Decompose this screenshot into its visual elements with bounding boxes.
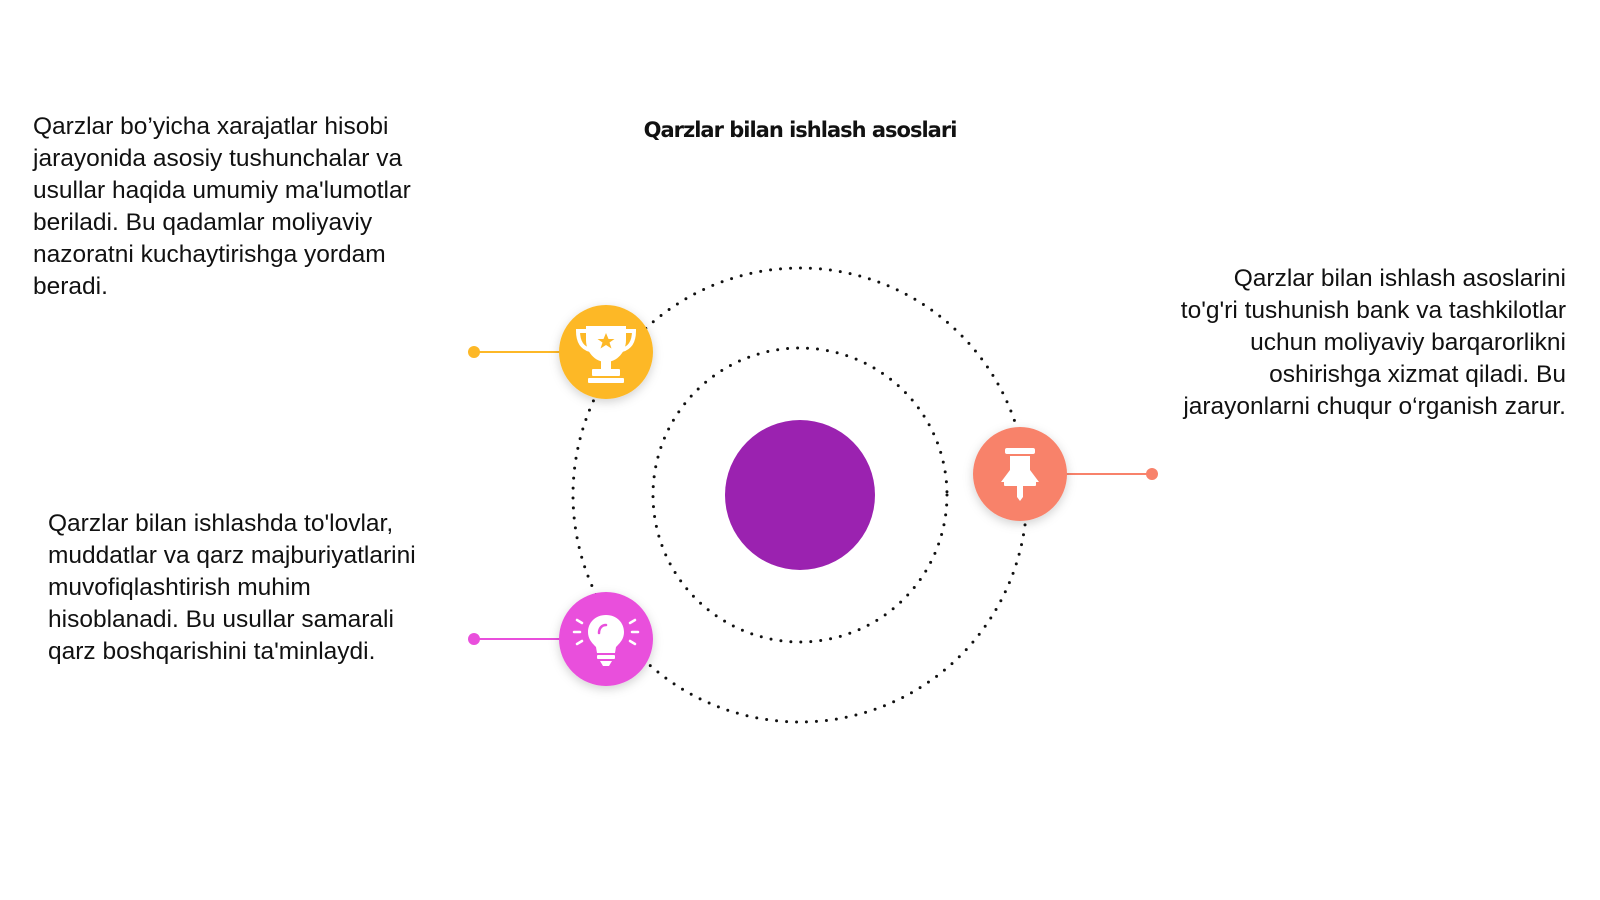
pushpin-icon [1001, 448, 1039, 501]
connector-pin [1060, 468, 1158, 480]
connector-lightbulb [468, 633, 566, 645]
trophy-node [559, 305, 653, 399]
connector-trophy [468, 346, 566, 358]
description-trophy: Qarzlar bo’yicha xarajatlar hisobi jaray… [33, 113, 411, 300]
trophy-icon [575, 326, 637, 383]
inner-orbit [651, 346, 949, 644]
description-pin: Qarzlar bilan ishlash asoslarini to'g'ri… [1180, 265, 1566, 420]
center-circle [725, 420, 875, 570]
lightbulb-icon [572, 615, 640, 666]
description-lightbulb: Qarzlar bilan ishlashda to'lovlar, mudda… [48, 510, 416, 665]
page-title: Qarzlar bilan ishlash asoslari [643, 118, 958, 142]
lightbulb-node [559, 592, 653, 686]
pin-node [973, 427, 1067, 521]
